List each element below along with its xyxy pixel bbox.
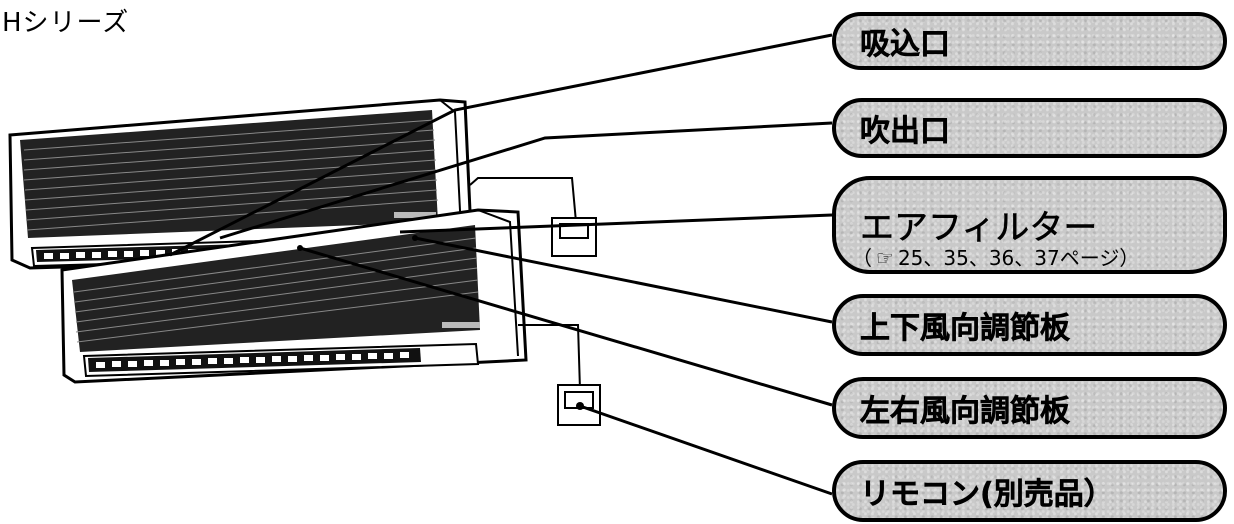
leader-intake xyxy=(169,33,833,257)
callout-remote: リモコン(別売品） xyxy=(832,460,1227,522)
callout-horizontal-louver: 左右風向調節板 xyxy=(832,377,1227,439)
leader-dots xyxy=(297,235,584,410)
lower-indoor-unit xyxy=(60,208,528,384)
callout-filter-note: （☞25、35、36、37ページ） xyxy=(852,242,1139,271)
series-title: Hシリーズ xyxy=(2,8,130,38)
callout-filter: エアフィルター （☞25、35、36、37ページ） xyxy=(832,176,1227,274)
callout-outlet-label: 吹出口 xyxy=(860,114,951,150)
callout-vertical-louver-label: 上下風向調節板 xyxy=(860,311,1071,347)
filter-note-open: （ xyxy=(852,246,872,270)
callout-intake: 吸込口 xyxy=(832,12,1227,70)
leader-vertical-louver xyxy=(414,236,833,324)
leader-remote xyxy=(579,404,833,496)
callout-filter-label: エアフィルター xyxy=(860,208,1098,249)
leader-filter xyxy=(399,213,833,234)
callout-horizontal-louver-label: 左右風向調節板 xyxy=(860,394,1071,430)
leader-horizontal-louver xyxy=(299,246,833,407)
callout-vertical-louver: 上下風向調節板 xyxy=(832,294,1227,356)
controller-wiring xyxy=(469,177,581,391)
leader-lines xyxy=(169,33,833,496)
pointing-hand-icon: ☞ xyxy=(876,246,894,270)
callout-outlet: 吹出口 xyxy=(832,98,1227,158)
callout-intake-label: 吸込口 xyxy=(860,27,951,63)
wall-controller-lower xyxy=(557,384,601,426)
filter-note-pages: 25、35、36、37ページ） xyxy=(897,246,1140,270)
callout-remote-label: リモコン(別売品） xyxy=(860,477,1114,513)
leader-outlet xyxy=(219,121,833,240)
